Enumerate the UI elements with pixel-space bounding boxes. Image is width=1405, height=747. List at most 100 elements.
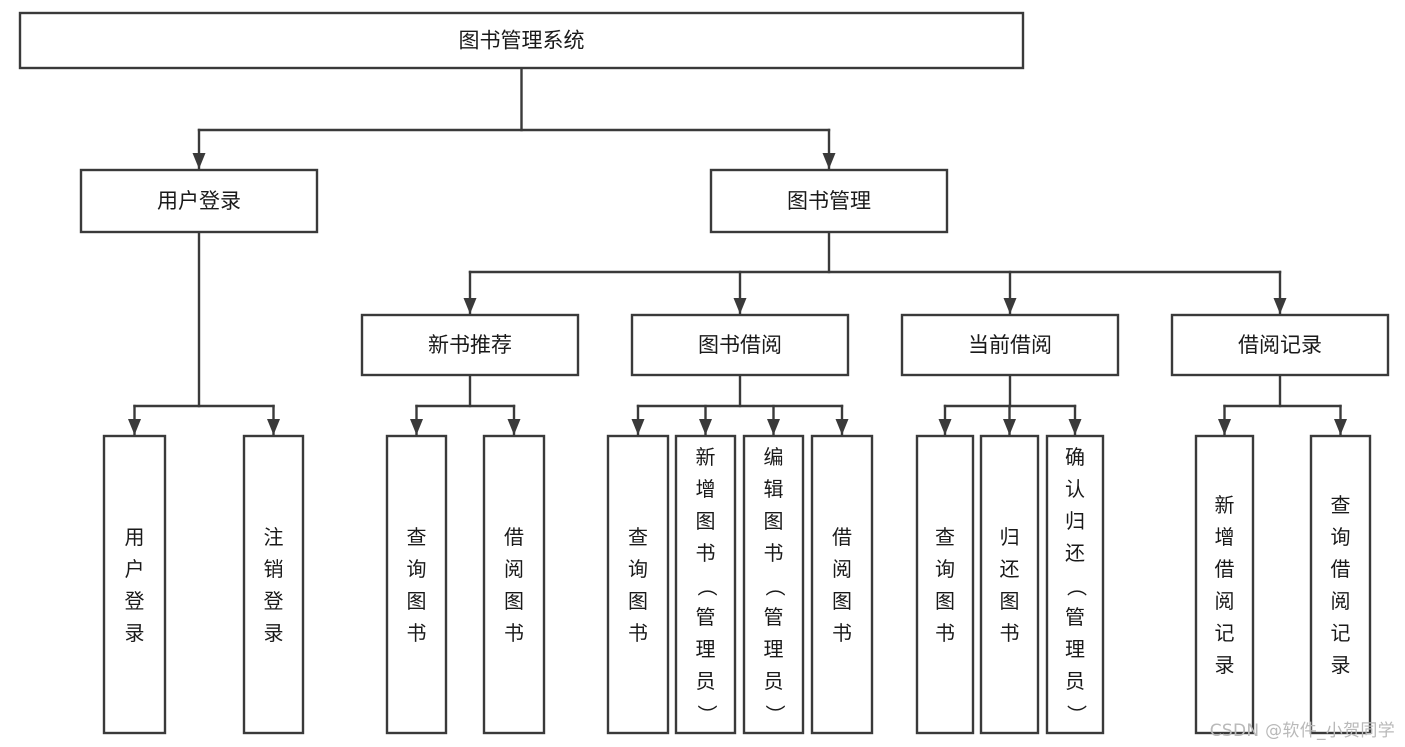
node-book-borrow[interactable]: 图书借阅 — [630, 313, 850, 377]
node-label-current-borrow: 当前借阅 — [968, 333, 1052, 357]
edge-arrowhead — [938, 419, 952, 435]
svg-text:图: 图 — [935, 589, 955, 613]
node-box-leaf-edit-book[interactable] — [742, 434, 805, 735]
edges-layer — [128, 66, 1347, 437]
svg-text:员: 员 — [696, 669, 716, 693]
svg-text:书: 书 — [696, 541, 716, 565]
svg-text:阅: 阅 — [832, 557, 852, 581]
svg-text:查: 查 — [407, 525, 427, 549]
svg-text:询: 询 — [935, 557, 955, 581]
node-box-leaf-query-record[interactable] — [1309, 434, 1372, 735]
svg-text:辑: 辑 — [764, 477, 784, 501]
svg-text:书: 书 — [628, 621, 648, 645]
node-box-user-login[interactable] — [79, 168, 319, 234]
edge-arrowhead — [128, 419, 141, 435]
node-box-leaf-query-book-cur[interactable] — [915, 434, 975, 735]
edge-arrowhead — [507, 419, 521, 435]
svg-text:阅: 阅 — [504, 557, 524, 581]
svg-text:书: 书 — [764, 541, 784, 565]
svg-text:记: 记 — [1331, 621, 1351, 645]
edge-arrowhead — [1334, 419, 1347, 435]
svg-text:员: 员 — [1065, 669, 1085, 693]
edge-arrowhead — [192, 153, 206, 169]
node-box-borrow-record[interactable] — [1170, 313, 1390, 377]
node-box-leaf-confirm-return[interactable] — [1045, 434, 1105, 735]
edge-arrowhead — [1003, 419, 1016, 435]
svg-text:新: 新 — [696, 445, 716, 469]
node-box-root[interactable] — [18, 11, 1025, 70]
node-label-new-book-recommend: 新书推荐 — [428, 333, 512, 357]
svg-text:新: 新 — [1215, 493, 1235, 517]
svg-text:书: 书 — [1000, 621, 1020, 645]
node-label-borrow-record: 借阅记录 — [1238, 333, 1322, 357]
node-box-leaf-query-book-rec[interactable] — [385, 434, 448, 735]
svg-text:记: 记 — [1215, 621, 1235, 645]
node-new-book-recommend[interactable]: 新书推荐 — [360, 313, 580, 377]
svg-text:编: 编 — [764, 445, 784, 469]
svg-text:书: 书 — [832, 621, 852, 645]
svg-text:录: 录 — [264, 621, 284, 645]
node-box-leaf-return-book[interactable] — [979, 434, 1040, 735]
svg-text:阅: 阅 — [1331, 589, 1351, 613]
edge-arrowhead — [1273, 298, 1287, 314]
node-box-leaf-borrow-book-rec[interactable] — [482, 434, 546, 735]
svg-text:认: 认 — [1065, 477, 1085, 501]
svg-text:增: 增 — [696, 477, 716, 501]
svg-text:（: （ — [1065, 577, 1089, 597]
node-box-new-book-recommend[interactable] — [360, 313, 580, 377]
svg-text:登: 登 — [125, 589, 145, 613]
svg-text:注: 注 — [264, 525, 284, 549]
node-box-book-management[interactable] — [709, 168, 949, 234]
csdn-watermark: CSDN @软件_小贺同学 — [1209, 721, 1395, 741]
node-leaf-user-login[interactable]: 用户登录 — [102, 434, 167, 735]
svg-text:书: 书 — [935, 621, 955, 645]
svg-text:）: ） — [763, 705, 787, 725]
node-user-login[interactable]: 用户登录 — [79, 168, 319, 234]
node-box-leaf-add-book[interactable] — [674, 434, 737, 735]
svg-text:书: 书 — [504, 621, 524, 645]
svg-text:图: 图 — [504, 589, 524, 613]
edge-arrowhead — [1218, 419, 1231, 435]
node-box-leaf-add-record[interactable] — [1194, 434, 1255, 735]
svg-text:查: 查 — [935, 525, 955, 549]
node-root[interactable]: 图书管理系统 — [18, 11, 1025, 70]
node-box-leaf-user-login[interactable] — [102, 434, 167, 735]
edge-arrowhead — [267, 419, 280, 435]
svg-text:登: 登 — [264, 589, 284, 613]
svg-text:图: 图 — [832, 589, 852, 613]
node-label-user-login: 用户登录 — [157, 189, 241, 213]
node-box-leaf-borrow-book[interactable] — [810, 434, 874, 735]
node-box-leaf-logout[interactable] — [242, 434, 305, 735]
svg-text:（: （ — [695, 577, 719, 597]
svg-text:户: 户 — [125, 557, 145, 581]
node-box-leaf-query-book-borrow[interactable] — [606, 434, 670, 735]
node-book-management[interactable]: 图书管理 — [709, 168, 949, 234]
node-box-book-borrow[interactable] — [630, 313, 850, 377]
svg-text:图: 图 — [696, 509, 716, 533]
edge-arrowhead — [822, 153, 836, 169]
svg-text:查: 查 — [1331, 493, 1351, 517]
node-borrow-record[interactable]: 借阅记录 — [1170, 313, 1390, 377]
node-current-borrow[interactable]: 当前借阅 — [900, 313, 1120, 377]
svg-text:借: 借 — [504, 525, 524, 549]
node-box-current-borrow[interactable] — [900, 313, 1120, 377]
